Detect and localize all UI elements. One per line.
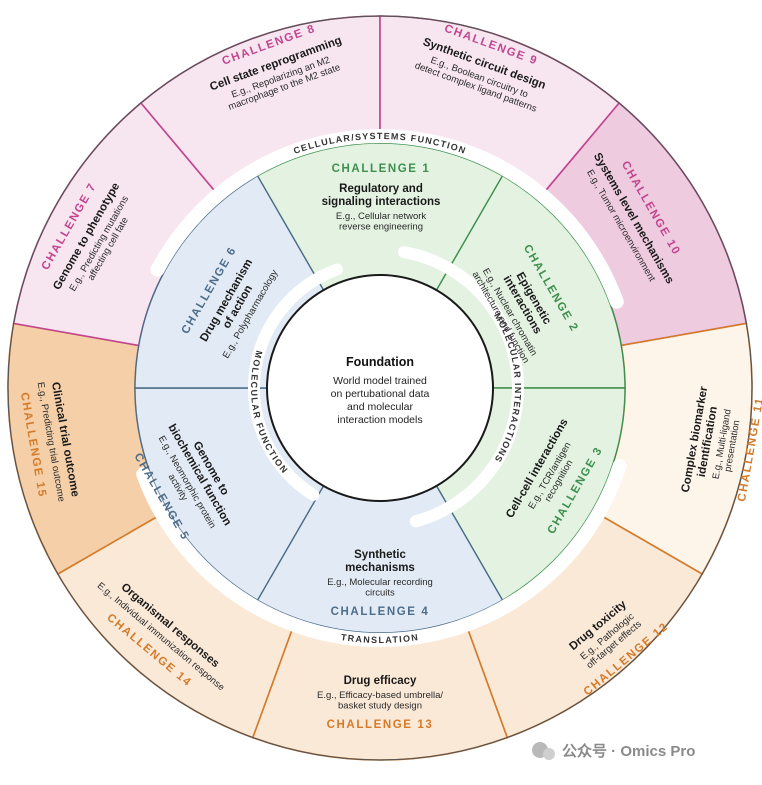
outer-ring-border	[7, 15, 753, 761]
challenge-example-c4: circuits	[365, 588, 395, 599]
foundation-title: Foundation	[346, 355, 414, 369]
challenge-example-c4: E.g., Molecular recording	[327, 577, 433, 588]
foundation-line-2: on pertubational data	[331, 388, 430, 400]
challenge-example-c13: E.g., Efficacy-based umbrella/	[317, 690, 443, 701]
foundation-line-1: World model trained	[333, 375, 427, 387]
foundation-line-4: interaction models	[337, 414, 422, 426]
challenge-title-c4: CHALLENGE 4	[331, 606, 430, 618]
challenge-example-c1: E.g., Cellular network	[336, 211, 427, 222]
foundation-disc	[266, 274, 494, 502]
challenge-heading-c4: mechanisms	[345, 562, 415, 574]
challenge-example-c13: basket study design	[338, 701, 422, 712]
challenge-heading-c1: signaling interactions	[322, 196, 441, 208]
molecular-function-band	[248, 263, 343, 501]
challenge-title-c1: CHALLENGE 1	[332, 163, 431, 175]
translation-band	[136, 458, 627, 647]
molecular-interactions-band	[397, 246, 524, 528]
challenge-heading-c4: Synthetic	[354, 549, 406, 561]
foundation-circle: Foundation World model trained on pertub…	[266, 274, 494, 502]
foundation-line-3: and molecular	[347, 401, 413, 413]
watermark-text: 公众号 · Omics Pro	[562, 742, 695, 760]
challenge-heading-c1: Regulatory and	[339, 183, 423, 195]
watermark: 公众号 · Omics Pro	[532, 742, 695, 760]
translation-band-label: TRANSLATION	[340, 632, 419, 645]
challenge-example-c1: reverse engineering	[339, 222, 423, 233]
challenge-heading-c13: Drug efficacy	[344, 675, 417, 687]
inner-ring	[134, 142, 626, 634]
cellular-band	[150, 129, 624, 309]
challenge-title-c13: CHALLENGE 13	[327, 719, 434, 731]
wechat-icon-small	[543, 748, 555, 760]
